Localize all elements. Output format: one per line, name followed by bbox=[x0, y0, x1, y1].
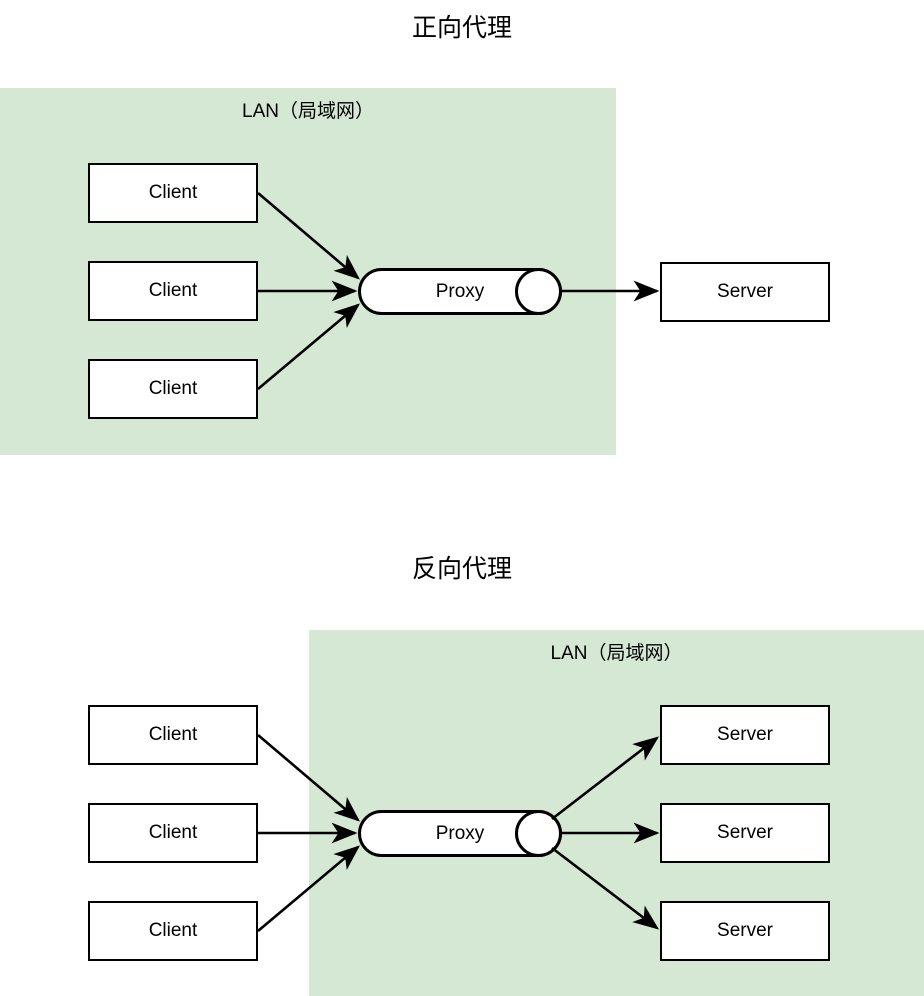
reverse-server-3[interactable]: Server bbox=[660, 901, 830, 961]
forward-client-1[interactable]: Client bbox=[88, 163, 258, 223]
forward-proxy-lan-label: LAN（局域网） bbox=[242, 101, 374, 122]
reverse-client-2[interactable]: Client bbox=[88, 803, 258, 863]
forward-client-2[interactable]: Client bbox=[88, 261, 258, 321]
reverse-proxy-node[interactable]: Proxy bbox=[358, 810, 562, 857]
forward-proxy-shape bbox=[358, 268, 562, 315]
forward-server-1[interactable]: Server bbox=[660, 262, 830, 322]
reverse-server-1[interactable]: Server bbox=[660, 705, 830, 765]
forward-proxy-title: 正向代理 bbox=[411, 14, 512, 42]
reverse-client-3[interactable]: Client bbox=[88, 901, 258, 961]
reverse-client-1[interactable]: Client bbox=[88, 705, 258, 765]
reverse-proxy-shape bbox=[358, 810, 562, 857]
reverse-proxy-lan-label: LAN（局域网） bbox=[550, 643, 683, 664]
forward-proxy-node[interactable]: Proxy bbox=[358, 268, 562, 315]
reverse-proxy-title: 反向代理 bbox=[411, 555, 512, 583]
forward-client-3[interactable]: Client bbox=[88, 359, 258, 419]
reverse-server-2[interactable]: Server bbox=[660, 803, 830, 863]
